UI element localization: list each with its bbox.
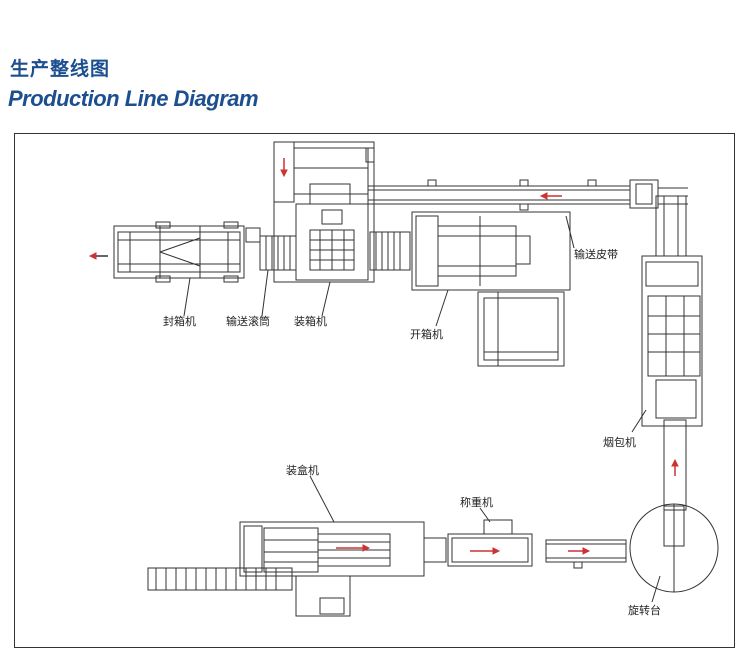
label-weigher: 称重机 xyxy=(460,496,493,509)
weigher-pointer xyxy=(479,507,491,523)
belt-pointer xyxy=(565,215,575,249)
turntable xyxy=(629,503,719,593)
roller-pointer xyxy=(261,269,269,317)
label-sealer: 封箱机 xyxy=(163,315,196,328)
page-title-cn: 生产整线图 xyxy=(10,58,111,80)
case-packer-pointer xyxy=(321,281,331,317)
case-packer xyxy=(273,141,375,283)
label-cartoner: 装盒机 xyxy=(286,464,319,477)
label-roller: 输送滚筒 xyxy=(226,315,270,328)
roller-conveyor xyxy=(259,231,411,271)
wrapper-machine xyxy=(641,255,703,511)
label-belt-conveyor: 输送皮带 xyxy=(574,248,618,261)
wrapper-pointer xyxy=(631,409,647,433)
label-case-packer: 装箱机 xyxy=(294,315,327,328)
page-title-en: Production Line Diagram xyxy=(8,86,259,111)
label-turntable: 旋转台 xyxy=(628,604,661,617)
sealer-machine xyxy=(88,221,245,283)
cartoner-machine xyxy=(147,521,425,617)
diagram-frame xyxy=(14,133,735,648)
case-erector xyxy=(411,211,571,367)
sealer-pointer xyxy=(183,277,191,317)
label-case-erector: 开箱机 xyxy=(410,328,443,341)
bottom-conveyor xyxy=(423,519,627,569)
turntable-pointer xyxy=(651,575,661,603)
sealer-feeder xyxy=(245,227,261,243)
top-belt-conveyor xyxy=(367,179,688,257)
cartoner-pointer xyxy=(309,475,335,523)
case-erector-pointer xyxy=(435,289,449,327)
label-wrapper: 烟包机 xyxy=(603,436,636,449)
